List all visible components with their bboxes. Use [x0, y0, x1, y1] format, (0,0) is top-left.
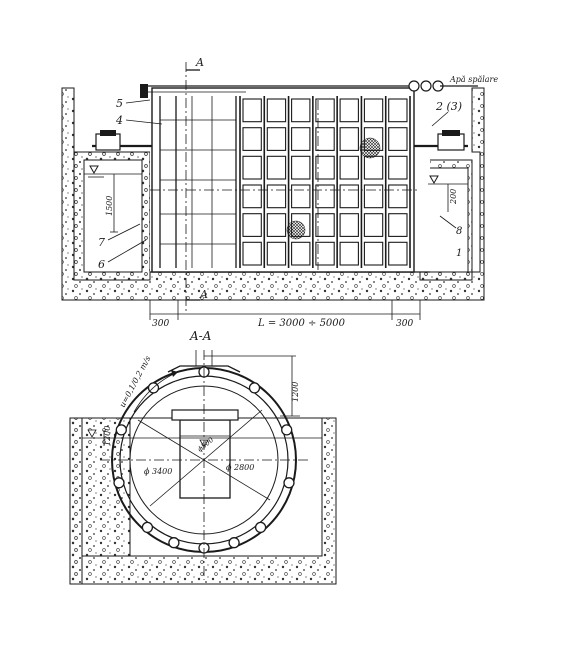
- frame-cell: [242, 127, 262, 151]
- roller: [168, 537, 180, 549]
- frame-cell: [388, 98, 408, 123]
- frame-cell: [291, 155, 311, 180]
- water-level-left: [84, 165, 142, 178]
- frame-cell: [388, 213, 408, 237]
- frame-cell: [291, 127, 311, 151]
- frame-cell: [339, 241, 359, 266]
- roller: [228, 537, 240, 549]
- frame-cell: [242, 241, 262, 266]
- frame-cell: [242, 155, 262, 180]
- frame-cell: [315, 98, 335, 123]
- frame-cell: [388, 184, 408, 209]
- frame-cell: [266, 213, 287, 237]
- frame-cell: [315, 184, 335, 209]
- left-bearing: [95, 133, 121, 151]
- frame-cell: [315, 213, 335, 237]
- drum-panels-left: [159, 96, 237, 268]
- roller: [254, 521, 267, 534]
- callout-4: 4: [115, 114, 123, 127]
- frame-cell: [363, 213, 384, 237]
- frame-cell: [339, 98, 359, 123]
- callout-2-3: 2 (3): [435, 100, 462, 113]
- dim-1200-side: 1200: [103, 426, 112, 446]
- frame-cell: [388, 155, 408, 180]
- frame-cell: [266, 155, 287, 180]
- dim-phi2800: ϕ 2800: [226, 463, 254, 472]
- frame-cell: [339, 127, 359, 151]
- roller: [113, 477, 125, 489]
- frame-cell: [315, 127, 335, 151]
- drum-rollers: [113, 366, 295, 554]
- roller: [115, 424, 127, 436]
- frame-cell: [266, 127, 287, 151]
- frame-cell: [315, 241, 335, 266]
- frame-cell: [363, 241, 384, 266]
- callout-7: 7: [98, 236, 105, 249]
- dim-300-right: 300: [396, 319, 413, 329]
- callout-5: 5: [116, 97, 123, 110]
- left-channel: [83, 159, 143, 273]
- callout-6: 6: [98, 258, 105, 271]
- frame-cell: [339, 213, 359, 237]
- frame-cell: [266, 241, 287, 266]
- frame-cell: [363, 98, 384, 123]
- dim-phi3400: ϕ 3400: [144, 467, 172, 476]
- basin-left-wall: [69, 417, 83, 585]
- frame-cell: [242, 98, 262, 123]
- frame-cell: [363, 155, 384, 180]
- callout-1: 1: [456, 248, 462, 259]
- frame-cell: [315, 155, 335, 180]
- frame-cell: [291, 241, 311, 266]
- dim-1200-top: 1200: [291, 382, 300, 402]
- frame-cell: [291, 184, 311, 209]
- frame-cell: [266, 184, 287, 209]
- frame-cell: [388, 241, 408, 266]
- roller: [141, 521, 154, 534]
- frame-cell: [242, 184, 262, 209]
- dim-200: 200: [449, 189, 458, 205]
- roller: [283, 477, 295, 489]
- section-mark-bottom: A: [199, 288, 208, 301]
- section-mark-top: A: [195, 56, 204, 69]
- frame-cell: [291, 98, 311, 123]
- longitudinal-section: [61, 62, 485, 320]
- frame-cell: [339, 155, 359, 180]
- frame-cell: [242, 213, 262, 237]
- wash-nozzles: [408, 80, 478, 92]
- callout-8: 8: [456, 226, 462, 237]
- mesh-patch-lower: [286, 220, 306, 240]
- right-bearing: [437, 133, 465, 151]
- dim-1500: 1500: [105, 196, 114, 216]
- roller: [248, 382, 261, 394]
- section-title: A-A: [189, 329, 212, 343]
- cross-section: [69, 350, 337, 585]
- dim-300-left: 300: [152, 319, 169, 329]
- mesh-patch-upper: [359, 137, 381, 159]
- frame-cell: [388, 127, 408, 151]
- frame-cell: [339, 184, 359, 209]
- frame-cell: [266, 98, 287, 123]
- dim-length: L = 3000 ÷ 5000: [257, 318, 346, 329]
- frame-cell: [363, 184, 384, 209]
- velocity-label: u=0,1/0,2 m/s: [118, 354, 153, 408]
- note-wash-water: Apă spălare: [449, 75, 498, 84]
- roller: [281, 424, 293, 436]
